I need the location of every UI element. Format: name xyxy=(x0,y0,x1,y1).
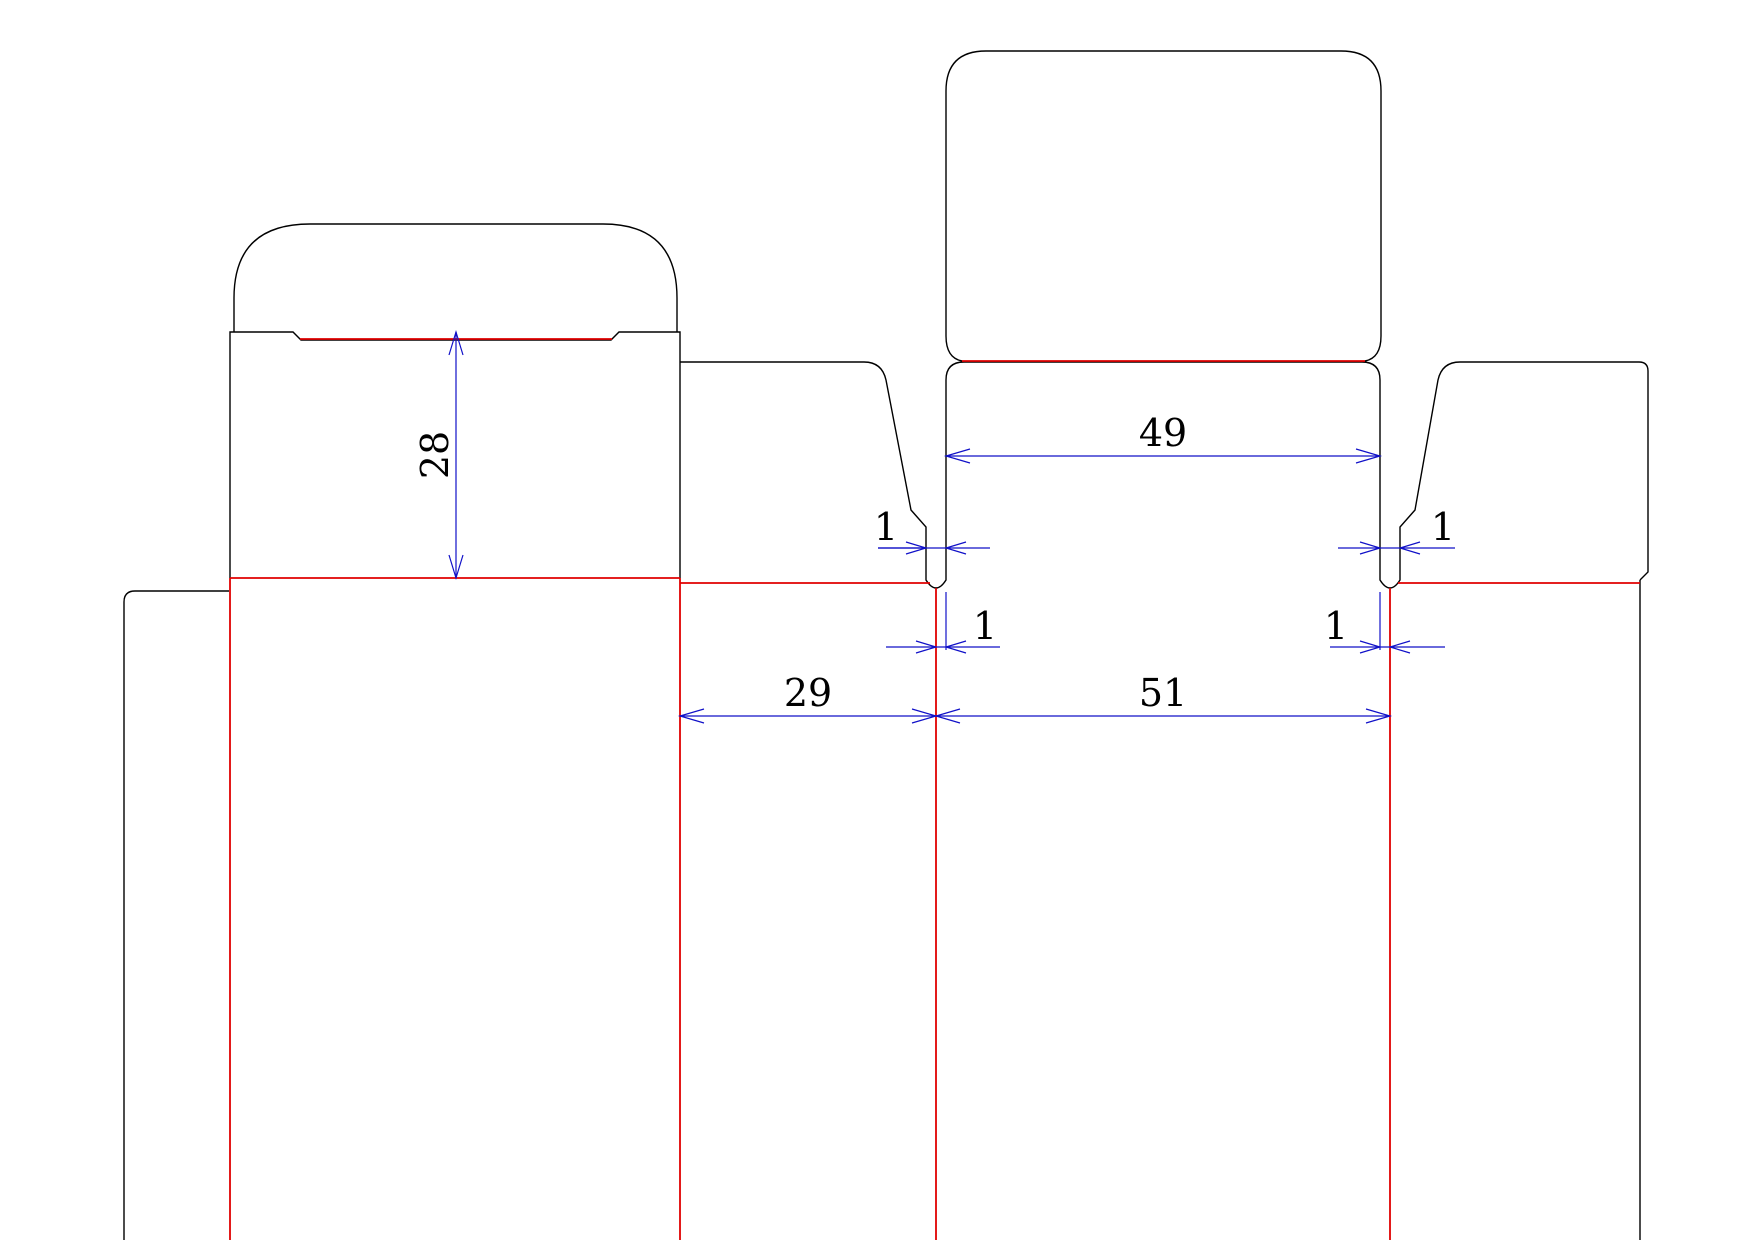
dim-slot-left-lower-arrow-a xyxy=(915,640,939,654)
dim-49-arrow-right xyxy=(1355,448,1383,464)
dim-51-arrow-left xyxy=(933,708,961,724)
dim-slot-left-lower-arrow-b xyxy=(943,640,967,654)
dim-slot-right-lower-label: 1 xyxy=(1324,604,1348,648)
top-lid-tongue-outline xyxy=(945,50,1382,362)
dim-51-label: 51 xyxy=(1139,671,1187,715)
dim-51-arrow-right xyxy=(1365,708,1393,724)
dim-slot-right-upper-label: 1 xyxy=(1431,505,1455,549)
dim-28-arrow-bottom xyxy=(448,554,464,581)
dim-slot-right-upper-arrow-b xyxy=(1397,541,1421,555)
dim-28-arrow-top xyxy=(448,329,464,356)
dim-slot-left-lower-label: 1 xyxy=(973,604,997,648)
left-glue-flap-outline xyxy=(123,590,229,1240)
dimension-labels: 28 49 29 51 1 1 1 1 xyxy=(413,411,1455,715)
dim-slot-left-upper-label: 1 xyxy=(874,505,898,549)
dim-slot-right-lower-arrow-b xyxy=(1387,640,1411,654)
fold-lines xyxy=(229,338,1640,1240)
dim-49-arrow-left xyxy=(943,448,971,464)
dim-49-label: 49 xyxy=(1139,411,1187,455)
dim-29-arrow-left xyxy=(677,708,705,724)
dim-28-label: 28 xyxy=(413,431,457,479)
dim-slot-right-upper-arrow-a xyxy=(1359,541,1383,555)
left-dust-flap-outline xyxy=(680,361,947,589)
dim-slot-left-upper-arrow-b xyxy=(943,541,967,555)
right-dust-flap-outline xyxy=(1379,361,1649,589)
dimension-lines xyxy=(448,329,1455,724)
cut-lines xyxy=(123,50,1649,1240)
dim-29-label: 29 xyxy=(784,671,832,715)
left-tuck-tongue-outline xyxy=(233,223,678,332)
dim-slot-right-lower-arrow-a xyxy=(1359,640,1383,654)
top-lid-outline xyxy=(945,361,1381,381)
